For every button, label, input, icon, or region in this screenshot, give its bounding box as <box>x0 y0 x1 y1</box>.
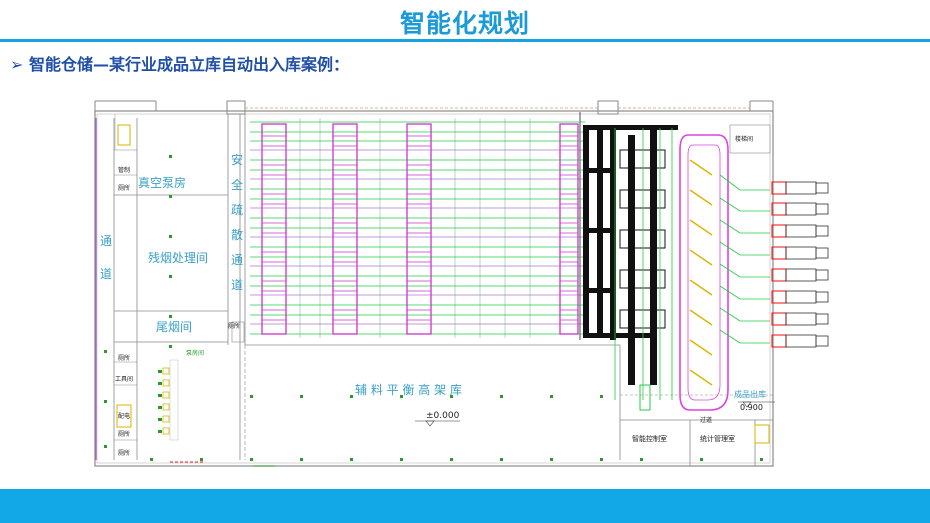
small-room-label: 泵房间 <box>186 349 204 357</box>
bullet-arrow-icon: ➢ <box>10 55 24 74</box>
elevation-label: 0.900 <box>740 403 763 412</box>
small-room-label: 管制 <box>118 166 130 174</box>
truck-row <box>771 181 829 348</box>
small-room-label: 厕所 <box>118 184 130 192</box>
footer-band <box>0 489 930 523</box>
small-room-label: 厕所 <box>118 449 130 457</box>
room-label-residue-processing: 残烟处理间 <box>148 251 208 265</box>
small-room-label: 厕所 <box>118 354 130 362</box>
subtitle-text: 智能仓储—某行业成品立库自动出入库案例： <box>28 55 349 74</box>
safety-passage-label: 通 <box>231 253 243 267</box>
safety-passage-label: 散 <box>231 227 243 242</box>
room-label-vacuum-pump: 真空泵房 <box>138 175 186 190</box>
title-divider <box>0 39 930 42</box>
room-label-finished-storage: 成品出库 <box>734 389 766 399</box>
safety-passage-label: 道 <box>231 278 243 292</box>
room-label-aux-balance-rack: 辅 料 平 衡 高 架 库 <box>355 382 462 397</box>
safety-passage-label: 疏 <box>231 202 243 217</box>
small-room-label: 配电 <box>118 412 130 420</box>
corridor-label: 通 <box>100 234 112 248</box>
room-label-intelligent-control: 智能控制室 <box>632 434 667 443</box>
small-room-label: 楼梯间 <box>735 135 753 143</box>
small-room-label: 过道 <box>700 416 712 424</box>
elevation-label: ±0.000 <box>426 411 460 421</box>
room-label-tail-smoke: 尾烟间 <box>156 320 192 334</box>
safety-passage-label: 安 <box>231 152 243 167</box>
small-room-label: 厕所 <box>228 322 240 330</box>
small-room-label: 厕所 <box>118 430 130 438</box>
small-room-label: 工具间 <box>115 375 133 383</box>
corridor-label: 道 <box>100 267 112 281</box>
section-subtitle: ➢ 智能仓储—某行业成品立库自动出入库案例： <box>10 51 349 75</box>
safety-passage-label: 全 <box>231 177 243 192</box>
page-title: 智能化规划 <box>399 9 530 38</box>
room-label-stats: 统计管理室 <box>700 434 735 443</box>
